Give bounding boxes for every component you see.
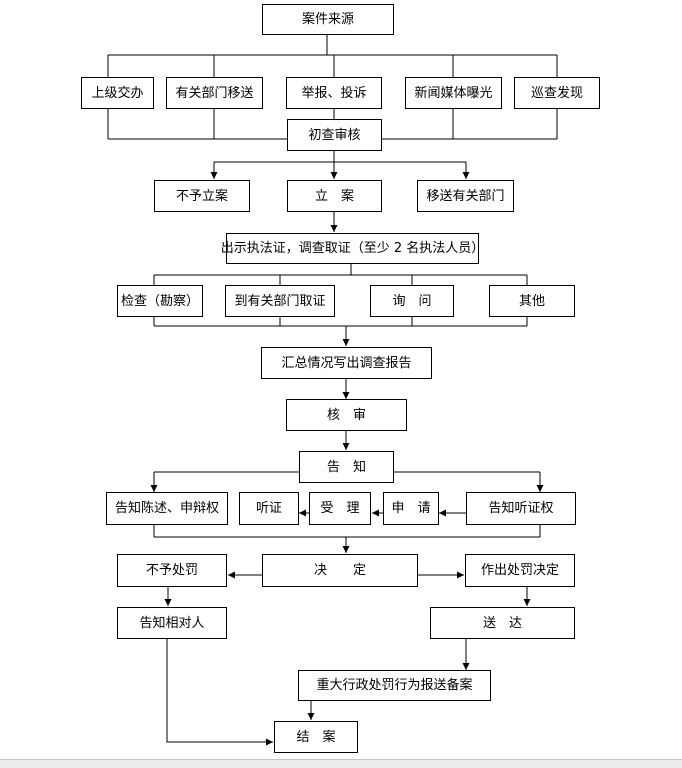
node-patrol-found: 巡查发现 [514, 77, 600, 109]
node-hearing: 听证 [239, 492, 299, 525]
node-accept: 受 理 [309, 492, 371, 525]
connector-51 [166, 639, 273, 746]
node-other: 其他 [489, 285, 575, 317]
node-inquire: 询 问 [370, 285, 454, 317]
node-summary-report: 汇总情况写出调查报告 [261, 347, 432, 379]
node-dept-transfer-in: 有关部门移送 [166, 77, 263, 109]
node-decision: 决 定 [262, 554, 418, 587]
node-show-cert-evidence: 出示执法证，调查取证（至少 2 名执法人员） [221, 233, 484, 264]
node-deliver: 送 达 [430, 607, 575, 639]
node-notify-defense: 告知陈述、申辩权 [106, 492, 228, 525]
node-notify-party: 告知相对人 [117, 607, 227, 639]
node-penalty-decision: 作出处罚决定 [465, 554, 575, 587]
node-notify-hearing-right: 告知听证权 [466, 492, 576, 525]
node-notify: 告 知 [299, 451, 394, 483]
node-initial-review: 初查审核 [287, 119, 382, 151]
node-no-case: 不予立案 [154, 180, 250, 212]
node-superior-assigned: 上级交办 [81, 77, 154, 109]
node-case-source: 案件来源 [262, 4, 394, 35]
node-verify: 核 审 [286, 399, 407, 431]
node-major-record: 重大行政处罚行为报送备案 [298, 670, 491, 701]
node-no-penalty: 不予处罚 [117, 554, 227, 587]
node-report-complaint: 举报、投诉 [286, 77, 382, 109]
bottom-scroll-band [0, 759, 682, 768]
node-apply: 申 请 [383, 492, 439, 525]
node-media-exposure: 新闻媒体曝光 [405, 77, 502, 109]
node-file-case: 立 案 [287, 180, 382, 212]
node-close-case: 结 案 [274, 721, 358, 753]
node-inspect: 检查（勘察） [117, 285, 203, 317]
node-dept-evidence: 到有关部门取证 [225, 285, 335, 317]
node-transfer-dept: 移送有关部门 [417, 180, 514, 212]
